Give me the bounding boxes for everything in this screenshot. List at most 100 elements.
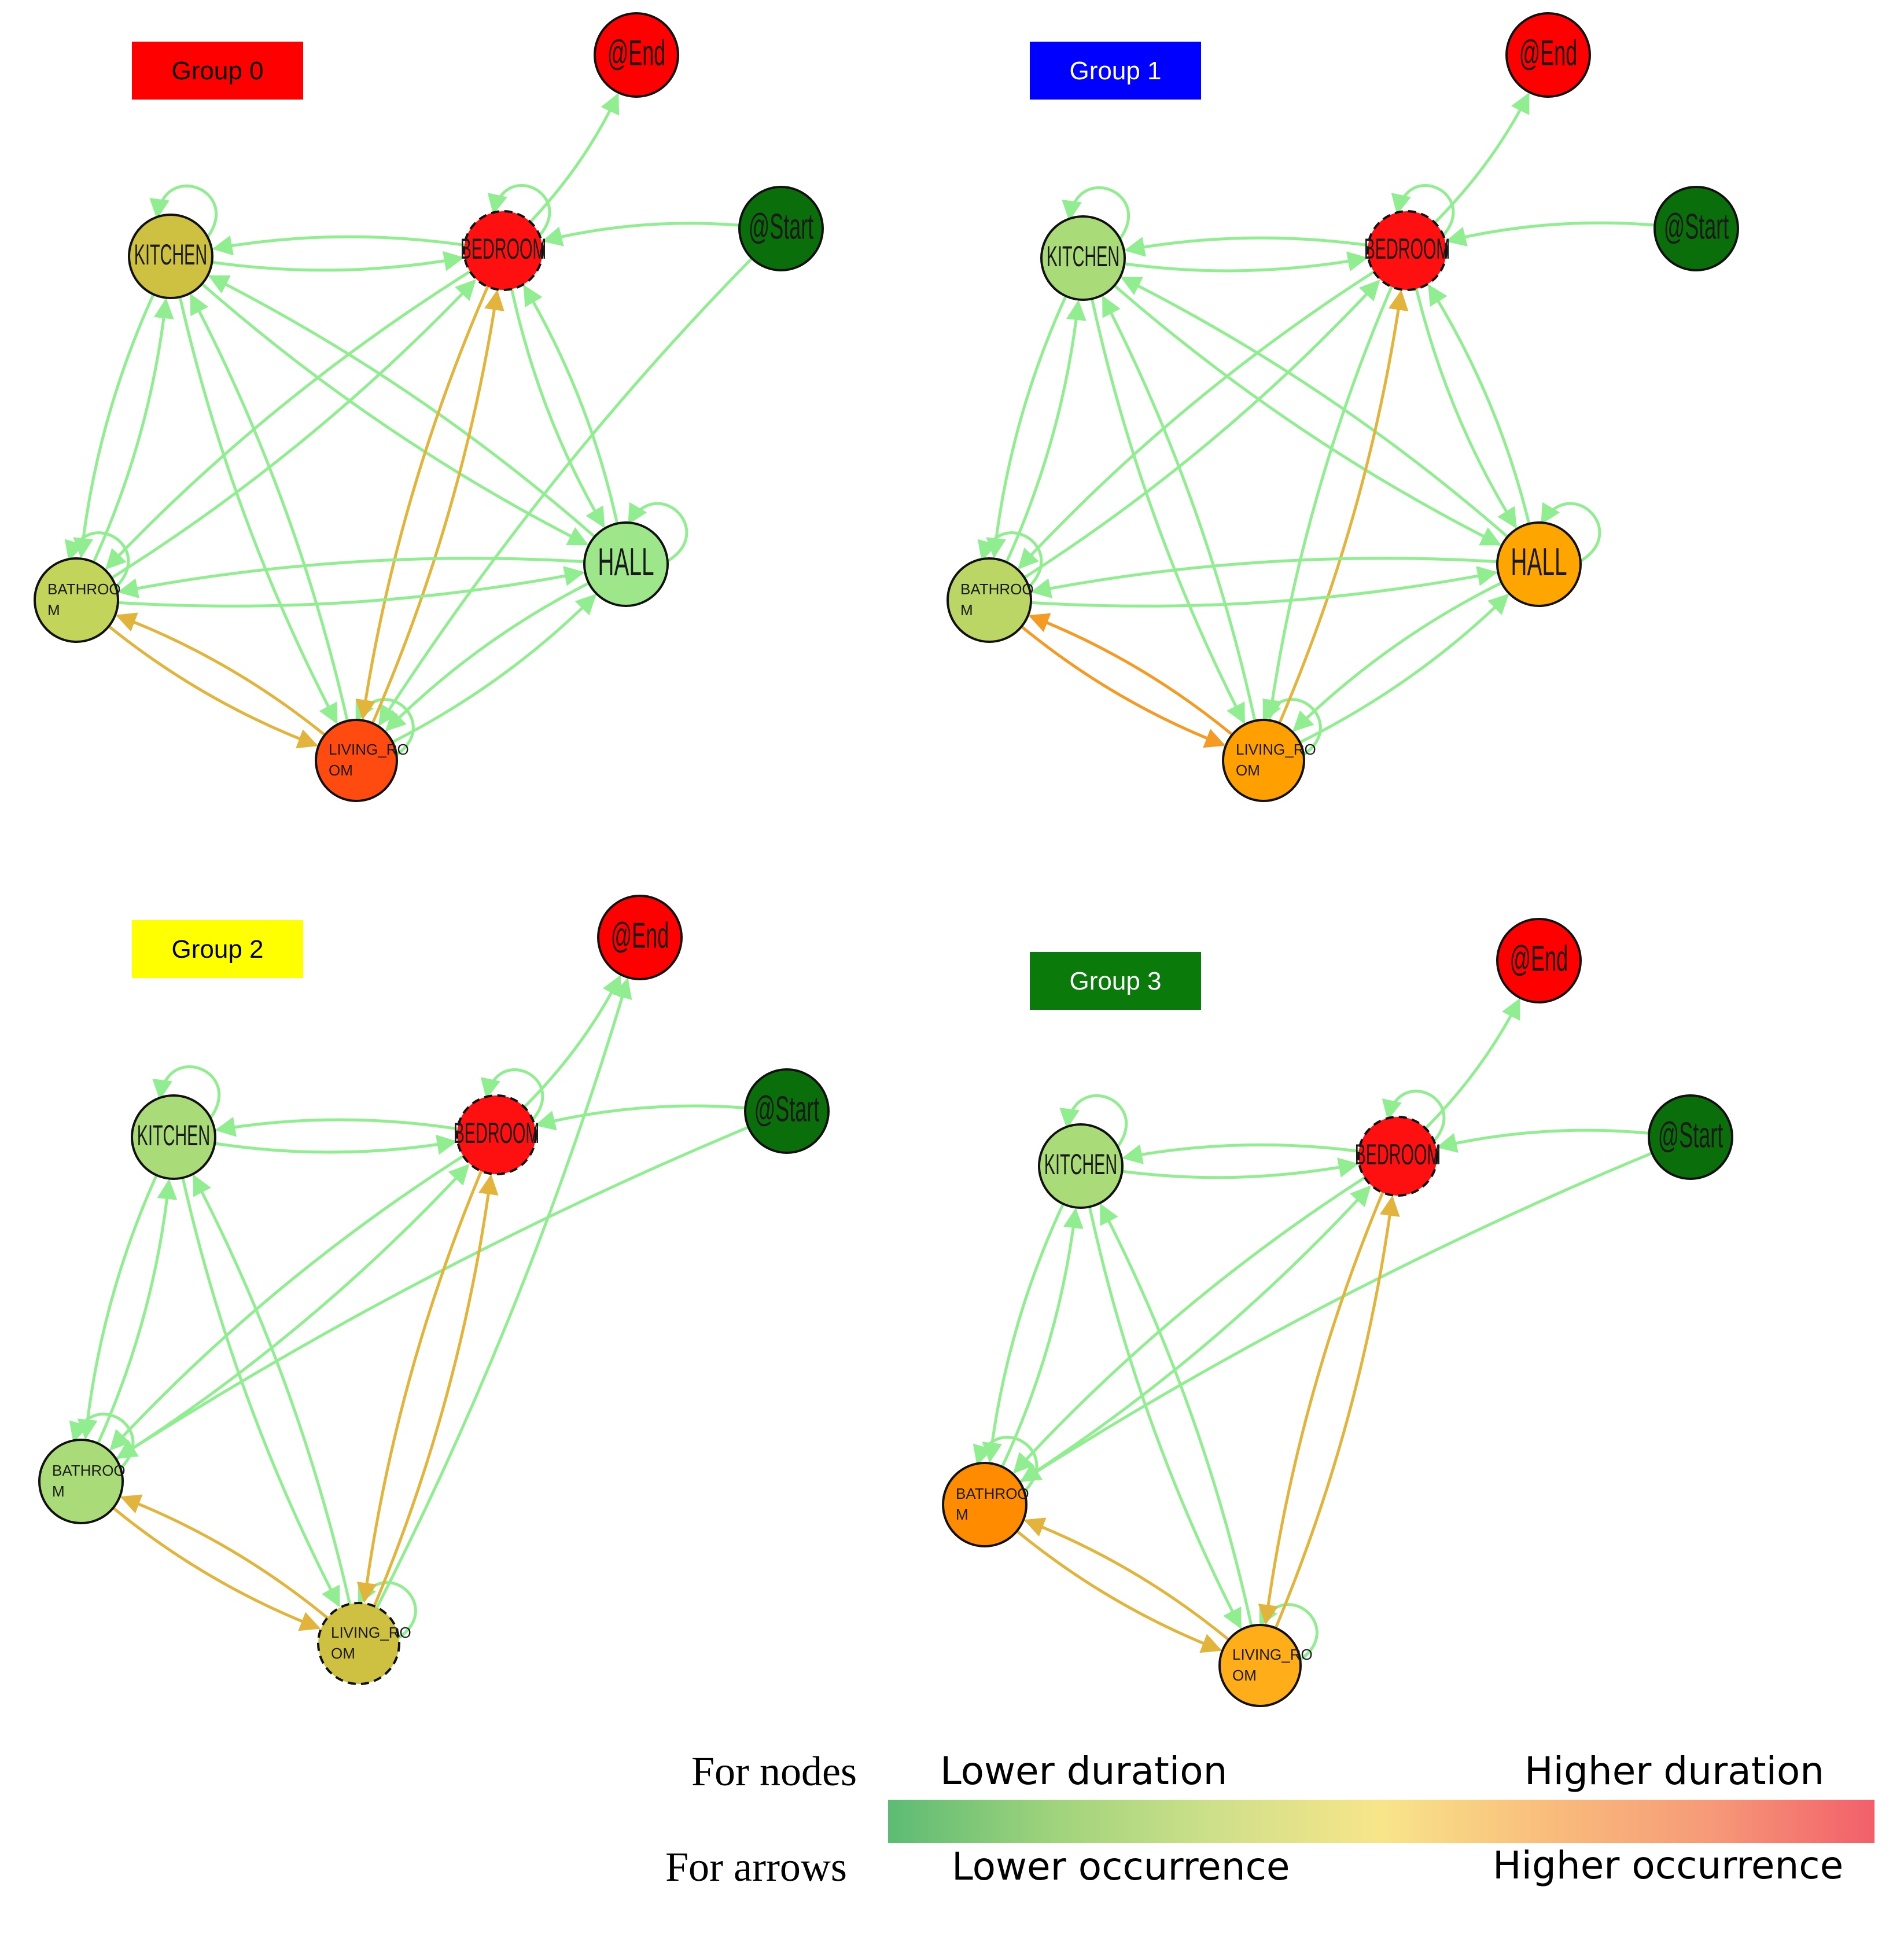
- node-circle: [131, 1094, 216, 1180]
- node-kitchen: KITCHEN: [131, 1094, 216, 1180]
- node-end: @End: [1505, 12, 1591, 98]
- group-label-box: [1030, 42, 1201, 100]
- edge-kitchen-to-bathroom: [986, 295, 1067, 558]
- edge-hall-to-bathroom: [1030, 557, 1498, 598]
- node-circle: [456, 1094, 537, 1175]
- edge-living-to-bathroom: [120, 1494, 329, 1619]
- node-bedroom: BEDROOM: [1364, 210, 1450, 291]
- legend-color-scale: [888, 1800, 1874, 1843]
- edges: [64, 93, 753, 756]
- node-living: LIVING_RO OM: [315, 719, 409, 802]
- edge-start-to-bedroom: [1436, 1128, 1649, 1153]
- edge-bedroom-to-end: [529, 93, 620, 223]
- edge-bathroom-to-living: [108, 625, 319, 749]
- node-label: LIVING_RO: [331, 1624, 411, 1641]
- node-circle: [1038, 1123, 1124, 1209]
- edge-start-to-living: [378, 257, 753, 726]
- edge-bedroom-to-bathroom: [1013, 1176, 1366, 1474]
- node-label: BEDROOM: [461, 233, 547, 265]
- node-end: @End: [1496, 918, 1582, 1003]
- node-circle: [1496, 918, 1582, 1003]
- node-hall: HALL: [1496, 521, 1582, 607]
- edge-living-to-hall: [392, 594, 596, 744]
- node-kitchen: KITCHEN: [128, 214, 213, 299]
- node-circle: [738, 186, 824, 271]
- edge-bedroom-to-bedroom: [480, 1068, 544, 1121]
- edge-hall-to-bedroom: [523, 285, 619, 524]
- node-kitchen: KITCHEN: [1038, 1123, 1124, 1209]
- edge-hall-to-kitchen: [1120, 276, 1509, 538]
- edge-kitchen-to-bathroom: [982, 1203, 1065, 1464]
- edge-living-to-end: [375, 977, 632, 1608]
- edge-start-to-bedroom: [535, 1104, 746, 1131]
- group-label-box: [132, 920, 303, 978]
- node-label: LIVING_RO: [329, 741, 409, 758]
- node-end: @End: [597, 895, 683, 980]
- edge-start-to-bathroom: [1020, 1152, 1653, 1483]
- edge-living-to-kitchen: [189, 293, 349, 722]
- edge-bedroom-to-living: [355, 286, 489, 720]
- node-circle: [597, 895, 683, 980]
- edges: [977, 92, 1655, 756]
- node-label: @Start: [1658, 1115, 1723, 1155]
- legend-lower-occurrence: Lower occurrence: [952, 1844, 1290, 1889]
- edge-kitchen-to-bedroom: [1122, 1157, 1359, 1179]
- legend-arrows-label: For arrows: [665, 1844, 847, 1890]
- edge-bedroom-to-living: [1262, 286, 1393, 720]
- node-start: @Start: [1648, 1094, 1733, 1180]
- edge-kitchen-to-kitchen: [1062, 186, 1130, 240]
- edge-living-to-bathroom: [1028, 613, 1233, 736]
- node-living: LIVING_RO OM: [317, 1602, 411, 1685]
- node-label: OM: [1232, 1667, 1257, 1684]
- edge-bedroom-to-hall: [1415, 288, 1517, 529]
- edge-bedroom-to-kitchen: [1122, 1143, 1359, 1164]
- edge-living-to-kitchen: [1102, 295, 1257, 722]
- node-label: @Start: [754, 1089, 820, 1129]
- edge-bathroom-to-kitchen: [92, 298, 174, 563]
- node-label: OM: [331, 1645, 355, 1662]
- node-kitchen: KITCHEN: [1040, 215, 1126, 301]
- node-label: M: [47, 601, 60, 619]
- edge-kitchen-to-living: [1090, 298, 1246, 725]
- node-label: LIVING_RO: [1236, 741, 1316, 758]
- edge-kitchen-to-kitchen: [152, 1065, 220, 1119]
- edge-hall-to-bedroom: [1427, 284, 1531, 524]
- edge-hall-to-bathroom: [117, 557, 585, 598]
- edge-start-to-bathroom: [116, 1126, 749, 1459]
- node-label: OM: [329, 762, 353, 779]
- edge-kitchen-to-bathroom: [77, 1174, 158, 1440]
- node-label: @End: [611, 915, 669, 955]
- edge-hall-to-hall: [1540, 502, 1601, 563]
- node-label: HALL: [598, 540, 654, 584]
- node-label: BATHROO: [52, 1462, 126, 1479]
- edge-bedroom-to-bedroom: [1382, 1090, 1446, 1142]
- edge-start-to-bedroom: [1445, 221, 1655, 247]
- node-label: @End: [1519, 32, 1578, 73]
- group-label: Group 2: [132, 920, 303, 978]
- node-circle: [947, 557, 1032, 643]
- edge-bathroom-to-bedroom: [1019, 1185, 1371, 1484]
- node-circle: [1222, 719, 1305, 802]
- node-start: @Start: [744, 1068, 830, 1154]
- group-label-box: [1030, 952, 1201, 1010]
- group-label-text: Group 1: [1070, 57, 1162, 85]
- edge-living-to-bathroom: [115, 612, 326, 737]
- edge-living-to-bedroom: [1278, 289, 1409, 724]
- node-circle: [315, 719, 398, 802]
- edge-bathroom-to-living: [1016, 1529, 1222, 1653]
- edge-bedroom-to-bedroom: [1391, 183, 1455, 237]
- group-label: Group 1: [1030, 42, 1201, 100]
- node-label: KITCHEN: [1047, 240, 1119, 273]
- edge-bathroom-to-living: [112, 1506, 321, 1631]
- edge-start-to-bedroom: [542, 222, 740, 247]
- node-label: HALL: [1511, 540, 1567, 584]
- node-circle: [128, 214, 213, 299]
- group-label-box: [132, 42, 303, 100]
- node-label: KITCHEN: [137, 1119, 210, 1152]
- node-label: M: [960, 601, 973, 619]
